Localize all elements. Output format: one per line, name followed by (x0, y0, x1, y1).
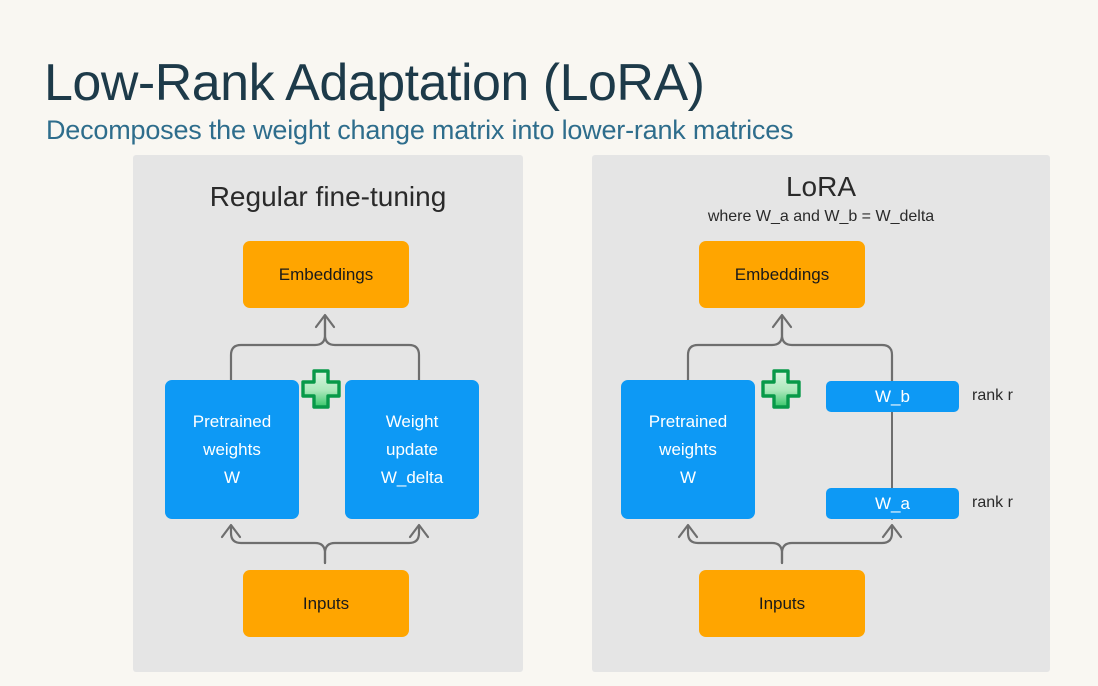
arrowhead-to-right-block (408, 523, 430, 539)
rank-label-wb: rank r (972, 387, 1013, 404)
wire-input-to-left (229, 525, 327, 565)
page-subtitle: Decomposes the weight change matrix into… (46, 115, 794, 146)
node-weight-update[interactable]: Weight update W_delta (345, 380, 479, 519)
node-embeddings-label: Embeddings (734, 264, 830, 284)
node-weight-update-label: Weight update W_delta (380, 411, 444, 487)
panel-right-title: LoRA (785, 171, 857, 202)
node-inputs[interactable]: Inputs (699, 570, 865, 637)
panel-right-subtitle: where W_a and W_b = W_delta (707, 208, 935, 225)
panel-left-title: Regular fine-tuning (209, 181, 447, 212)
node-wb[interactable]: W_b (826, 381, 959, 412)
node-inputs-label: Inputs (302, 593, 350, 613)
node-embeddings[interactable]: Embeddings (243, 241, 409, 308)
wire-input-to-right (323, 525, 421, 565)
node-embeddings-label: Embeddings (278, 264, 374, 284)
node-inputs[interactable]: Inputs (243, 570, 409, 637)
node-wa[interactable]: W_a (826, 488, 959, 519)
arrowhead-to-wa (881, 523, 903, 539)
plus-icon (301, 369, 341, 409)
arrowhead-to-pretrained (677, 523, 699, 539)
node-wb-label: W_b (875, 386, 910, 406)
wire-input-to-wa (780, 525, 894, 565)
arrowhead-to-output (314, 313, 336, 329)
node-pretrained-weights[interactable]: Pretrained weights W (621, 380, 755, 519)
arrowhead-to-output (771, 313, 793, 329)
panel-regular-fine-tuning: Regular fine-tuning Embeddings Pretraine… (133, 155, 523, 672)
rank-label-wa: rank r (972, 494, 1013, 511)
arrowhead-to-left-block (220, 523, 242, 539)
node-wa-label: W_a (875, 493, 910, 513)
node-pretrained-weights-label: Pretrained weights W (192, 411, 272, 487)
plus-icon (761, 369, 801, 409)
page-title: Low-Rank Adaptation (LoRA) (44, 53, 705, 112)
panel-lora: LoRA where W_a and W_b = W_delta Embeddi… (592, 155, 1050, 672)
node-inputs-label: Inputs (758, 593, 806, 613)
node-embeddings[interactable]: Embeddings (699, 241, 865, 308)
wire-input-to-pretrained (686, 525, 784, 565)
node-pretrained-weights[interactable]: Pretrained weights W (165, 380, 299, 519)
node-pretrained-weights-label: Pretrained weights W (648, 411, 728, 487)
